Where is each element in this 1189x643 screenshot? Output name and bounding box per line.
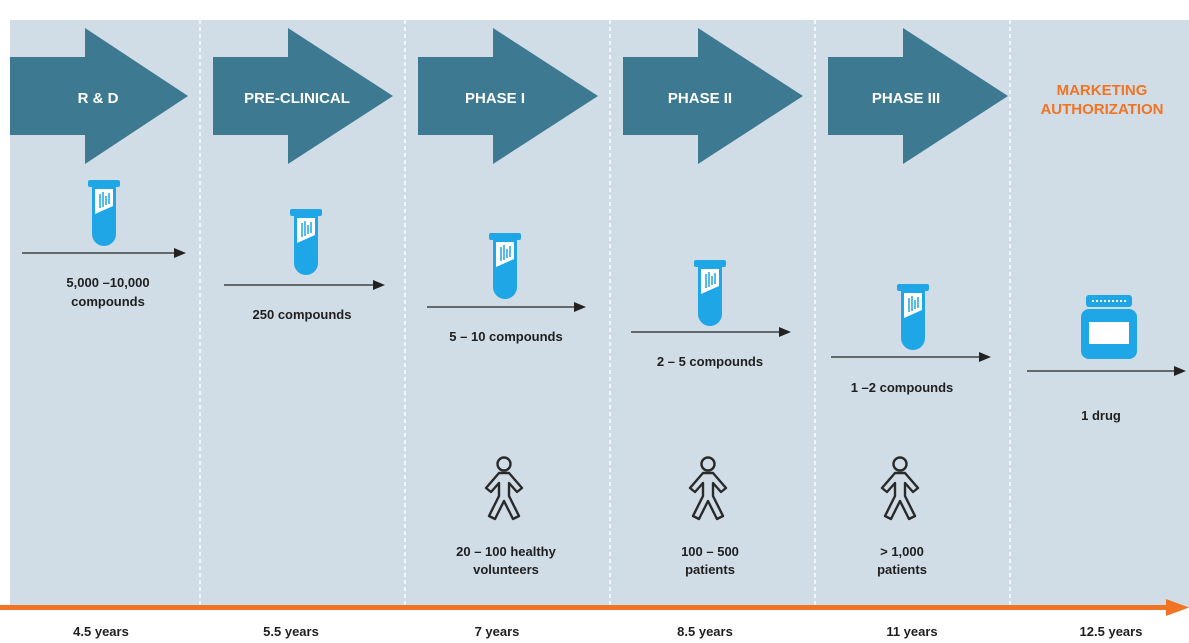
trial-subjects: patients <box>877 562 927 577</box>
trial-subjects: volunteers <box>473 562 539 577</box>
stage-arrow <box>213 28 393 164</box>
compound-arrow-head <box>373 280 385 290</box>
stage-title: PHASE III <box>872 90 940 107</box>
compound-arrow-head <box>574 302 586 312</box>
compound-count: compounds <box>71 294 145 309</box>
trial-subjects: patients <box>685 562 735 577</box>
medicine-bottle-icon <box>1080 294 1138 360</box>
stages: R & D 5,000 –10,000 compounds PRE-CLINICAL 2… <box>10 28 1186 577</box>
timeline-background <box>10 20 1189 608</box>
stage-title: AUTHORIZATION <box>1040 101 1163 118</box>
test-tube-icon <box>488 232 522 300</box>
stage-arrow <box>828 28 1008 164</box>
compound-count: 1 –2 compounds <box>851 380 954 395</box>
stage-title: MARKETING <box>1057 82 1148 99</box>
trial-subjects: 100 – 500 <box>681 544 739 559</box>
compound-arrow-head <box>979 352 991 362</box>
timeline-bar <box>0 605 1170 610</box>
durations: 4.5 years 5.5 years 7 years 8.5 years 11 yea… <box>73 624 1142 639</box>
compound-count: 1 drug <box>1081 408 1121 423</box>
compound-count: 5,000 –10,000 <box>66 275 149 290</box>
compound-arrow-head <box>779 327 791 337</box>
test-tube-icon <box>289 208 323 276</box>
compound-count: 5 – 10 compounds <box>449 329 562 344</box>
test-tube-icon <box>87 179 121 247</box>
stage-duration: 5.5 years <box>263 624 319 639</box>
timeline-arrow <box>0 599 1189 616</box>
stage-duration: 12.5 years <box>1080 624 1143 639</box>
stage-duration: 11 years <box>886 624 937 639</box>
compound-arrow-head <box>174 248 186 258</box>
stage-2: PRE-CLINICAL 250 compounds <box>213 28 393 322</box>
stage-arrow <box>623 28 803 164</box>
stage-4: PHASE II 2 – 5 compounds 100 – 500 patients <box>623 28 803 577</box>
stage-title: PHASE II <box>668 90 732 107</box>
stage-title: R & D <box>78 90 119 107</box>
stage-duration: 7 years <box>475 624 520 639</box>
stage-1: R & D 5,000 –10,000 compounds <box>10 28 188 309</box>
stage-title: PHASE I <box>465 90 525 107</box>
compound-count: 250 compounds <box>253 307 352 322</box>
trial-subjects: > 1,000 <box>880 544 924 559</box>
stage-duration: 8.5 years <box>677 624 733 639</box>
trial-subjects: 20 – 100 healthy <box>456 544 556 559</box>
stage-5: PHASE III 1 –2 compounds > 1,000 patients <box>828 28 1008 577</box>
timeline-arrowhead <box>1166 599 1189 616</box>
compound-arrow-head <box>1174 366 1186 376</box>
stage-title: PRE-CLINICAL <box>244 90 350 107</box>
compound-count: 2 – 5 compounds <box>657 354 763 369</box>
test-tube-icon <box>693 259 727 327</box>
stage-arrow <box>418 28 598 164</box>
test-tube-icon <box>896 283 930 351</box>
stage-duration: 4.5 years <box>73 624 129 639</box>
stage-arrow <box>10 28 188 164</box>
stage-3: PHASE I 5 – 10 compounds 20 – 100 healthy v… <box>418 28 598 577</box>
stage-6: MARKETING AUTHORIZATION 1 drug <box>1027 82 1186 423</box>
